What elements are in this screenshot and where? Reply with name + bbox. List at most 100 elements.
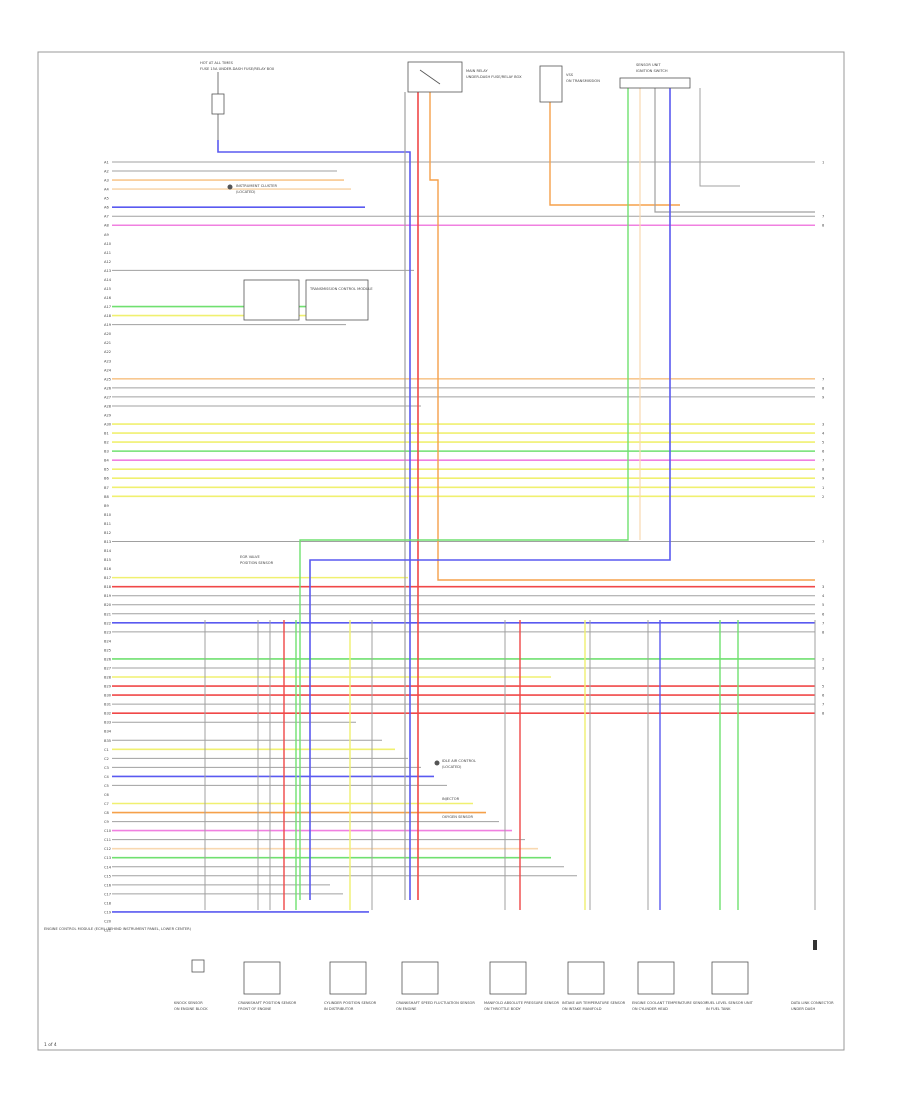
bottom-component-sub: ON ENGINE [396,1007,417,1011]
top-component-relay-label: MAIN RELAY [466,69,488,73]
side-component-injector-label: INJECTOR [442,797,460,801]
feed-wire [549,100,680,206]
ecm-pin-label: A19 [104,323,112,327]
top-component-sensor-unit: SENSOR UNIT IGNITION SWITCH [619,63,691,89]
ecm-pin-label: C21 [104,929,111,933]
ecm-pin-label: A9 [104,233,109,237]
side-component-iac-label: IDLE AIR CONTROL [442,759,476,763]
ecm-pin-label: C1 [104,748,109,752]
ecm-pin-label: B4 [104,459,109,463]
bottom-component-label: KNOCK SENSOR [174,1001,203,1005]
ecm-pin-label: C19 [104,910,112,914]
ecm-pin-label: B26 [104,657,112,661]
ecm-pin-label: B32 [104,712,111,716]
bottom-component-label: INTAKE AIR TEMPERATURE SENSOR [562,1001,626,1005]
ecm-pin-label: B12 [104,531,111,535]
ecm-pin-label: A23 [104,359,111,363]
connector-pin: 3 [822,667,824,671]
ecm-pin-label: B30 [104,694,112,698]
ecm-pin-label: B28 [104,676,112,680]
ecm-pin-label: A12 [104,260,111,264]
ecm-pin-label: A13 [104,269,111,273]
ecm-pin-label: B7 [104,486,109,490]
connector-pin: 3 [822,423,824,427]
ecm-pin-label: B24 [104,639,112,643]
side-component-iac-sub: (LOCATED) [442,765,462,769]
feed-wire [217,140,411,900]
ecm-pin-label: B20 [104,603,112,607]
ecm-pin-label: C8 [104,811,110,815]
ecm-pin-label: A18 [104,314,112,318]
bottom-component-sub: ON CYLINDER HEAD [632,1007,668,1011]
ecm-pin-label: A4 [104,188,109,192]
side-component-iac: IDLE AIR CONTROL (LOCATED) [434,759,476,769]
ecm-pin-label: A29 [104,414,112,418]
ecm-pin-label: A28 [104,405,112,409]
ecm-pin-label: A8 [104,224,109,228]
ecm-pin-label: A1 [104,161,109,165]
ecm-pin-label: B5 [104,468,109,472]
top-component-main-relay: MAIN RELAY UNDER-DASH FUSE/RELAY BOX [407,61,522,93]
ecm-pin-label: A22 [104,350,111,354]
ecm-pin-label: B11 [104,522,111,526]
ecm-pin-label: A2 [104,170,109,174]
ecm-pin-label: B33 [104,721,111,725]
connector-pin: 1 [822,486,824,490]
connector-pin: 2 [822,495,824,499]
ecm-pin-label: A7 [104,215,109,219]
ecm-pin-label: A30 [104,423,112,427]
ecm-note-text: ENGINE CONTROL MODULE (ECM) (BEHIND INST… [44,927,192,931]
side-component-cluster-sub: (LOCATED) [236,190,256,194]
feed-wire [654,88,815,213]
bottom-component-label: CRANKSHAFT POSITION SENSOR [238,1001,297,1005]
bottom-component-label: CRANKSHAFT SPEED FLUCTUATION SENSOR [396,1001,475,1005]
bottom-component-sub: ON INTAKE MANIFOLD [562,1007,602,1011]
ecm-pin-label: A26 [104,386,112,390]
ecm-pin-label: B27 [104,667,111,671]
ecm-pin-label: B35 [104,739,111,743]
connector-pin: 8 [822,468,825,472]
feed-wire [699,88,740,187]
ecm-pin-label: C12 [104,847,111,851]
top-component-vss-sub: ON TRANSMISSION [566,79,600,83]
ecm-pin-label: B15 [104,558,111,562]
wire-layer [112,88,816,913]
ecm-pin-label: B9 [104,504,109,508]
bottom-component-label: MANIFOLD ABSOLUTE PRESSURE SENSOR [484,1001,560,1005]
ecm-pin-label: A15 [104,287,111,291]
ecm-pin-label: B16 [104,567,112,571]
ecm-pin-label: B10 [104,513,112,517]
ecm-pin-label: C17 [104,892,111,896]
feed-wire [429,92,815,581]
ecm-pin-label: C14 [104,865,112,869]
ecm-pin-label: C18 [104,901,112,905]
connector-pin: 6 [822,694,825,698]
ecm-pin-label: C13 [104,856,111,860]
page-number: 1 of 4 [44,1042,57,1048]
ecm-pin-label: B34 [104,730,112,734]
connector-pin: 9 [822,395,825,399]
connector-pin: 7 [822,703,824,707]
ecm-pin-column: A1A2A3A4A5A6A7A8A9A10A11A12A13A14A15A16A… [104,161,825,933]
connector-pin: 5 [822,603,824,607]
diagram-frame [37,51,845,1051]
ecm-pin-label: B14 [104,549,112,553]
ecm-pin-label: A25 [104,377,111,381]
ecm-pin-label: C15 [104,874,111,878]
ecm-pin-label: C2 [104,757,109,761]
top-component-sensor-sub: IGNITION SWITCH [636,69,668,73]
ecm-pin-label: A10 [104,242,112,246]
connector-pin: 6 [822,450,825,454]
side-component-o2-label: OXYGEN SENSOR [442,815,473,819]
ecm-pin-label: B29 [104,685,112,689]
ecm-pin-label: B1 [104,432,109,436]
ecm-pin-label: B19 [104,594,112,598]
ecm-pin-label: C7 [104,802,109,806]
feed-wire [309,88,671,900]
ecm-pin-label: C20 [104,920,112,924]
ecm-pin-label: A5 [104,197,109,201]
